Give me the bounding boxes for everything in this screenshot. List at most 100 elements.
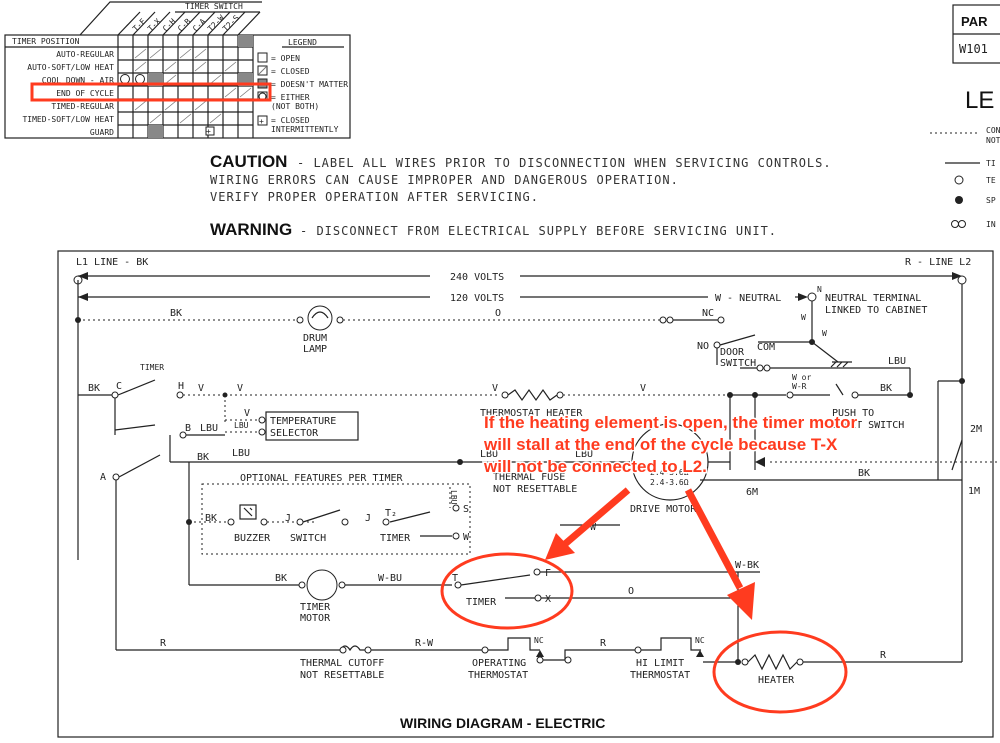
heater-circle: [712, 630, 848, 714]
wire-r-1: R: [160, 638, 167, 649]
timer-motor-2: MOTOR: [300, 613, 331, 624]
volts-240: 240 VOLTS: [450, 272, 504, 283]
door-switch-1: DOOR: [720, 347, 745, 358]
safety-notes: CAUTION - LABEL ALL WIRES PRIOR TO DISCO…: [210, 152, 832, 239]
timer-tx-label: TIMER: [466, 597, 497, 608]
timer-label: TIMER: [140, 363, 164, 372]
switch-label: SWITCH: [290, 533, 326, 544]
door-no: NO: [697, 341, 709, 352]
hi-limit-2: THERMOSTAT: [630, 670, 690, 681]
drum-lamp-label-1: DRUM: [303, 333, 327, 344]
wire-lbu-opt: LBU: [449, 490, 458, 505]
caution-line-2: WIRING ERRORS CAN CAUSE IMPROPER AND DAN…: [210, 173, 679, 187]
timer-h: H: [178, 381, 184, 392]
pos-timed-soft: TIMED-SOFT/LOW HEAT: [22, 115, 114, 124]
wire-v-1: V: [237, 383, 243, 394]
timer-t: T: [452, 573, 458, 584]
legend-doesnt-matter: = DOESN'T MATTER: [271, 80, 348, 89]
op-nc: NC: [534, 636, 544, 645]
timer-chart: TIMER SWITCH T-F T-X C-H C-B C-A T2-W T2…: [4, 1, 351, 139]
annotation-line-1: If the heating element is open, the time…: [484, 413, 857, 432]
col-t2s: T2-S: [221, 13, 241, 33]
wire-r-2: R: [600, 638, 607, 649]
drive-motor-label: DRIVE MOTOR: [630, 504, 697, 515]
wire-wbk: W-BK: [735, 560, 759, 571]
wor-1: W or: [792, 373, 811, 382]
temp-selector-2: SELECTOR: [270, 428, 319, 439]
chart-legend-title: LEGEND: [288, 38, 317, 47]
rl-te: TE: [986, 176, 996, 185]
wire-rw: R-W: [415, 638, 434, 649]
pos-auto-soft: AUTO-SOFT/LOW HEAT: [27, 63, 114, 72]
timer-f: F: [545, 568, 551, 579]
rl-not: NOT: [986, 136, 1000, 145]
wire-bk-3: BK: [205, 513, 217, 524]
rl-con: CON: [986, 126, 1000, 135]
timer-position-header: TIMER POSITION: [12, 37, 80, 46]
wire-w-3: W: [590, 522, 597, 533]
timer-a: A: [100, 472, 106, 483]
pos-timed-regular: TIMED-REGULAR: [51, 102, 114, 111]
start-switch: START SWITCH: [832, 420, 904, 431]
legend-either-sub: (NOT BOTH): [271, 102, 319, 111]
thermal-cutoff-1: THERMAL CUTOFF: [300, 658, 384, 669]
volts-120: 120 VOLTS: [450, 293, 504, 304]
rl-ti: TI: [986, 159, 996, 168]
wire-o-2: O: [628, 586, 634, 597]
wire-lbu-3: LBU: [480, 449, 498, 460]
wire-lbu-2: LBU: [232, 448, 250, 459]
wire-lbu-sel: LBU: [234, 421, 249, 430]
line-l1-label: L1 LINE - BK: [76, 257, 148, 268]
thermal-cutoff-2: NOT RESETTABLE: [300, 670, 384, 681]
warning-text: - DISCONNECT FROM ELECTRICAL SUPPLY BEFO…: [300, 224, 777, 238]
t2-label: T₂: [385, 508, 397, 519]
switch-2m: 2M: [970, 424, 982, 435]
wire-r-3: R: [880, 650, 887, 661]
svg-text:+: +: [259, 117, 264, 126]
arrow-to-heater: [684, 488, 744, 590]
switch-1m: 1M: [968, 486, 980, 497]
j-2: J: [365, 513, 371, 524]
legend-either: = EITHER: [271, 93, 310, 102]
wire-lbu-b: LBU: [200, 423, 218, 434]
motor-ohm-2: 2.4-3.6Ω: [650, 478, 689, 487]
wire-w-1: W: [801, 313, 806, 322]
motor-ohm-1: 2.4-3.6Ω: [650, 468, 689, 477]
optional-features-label: OPTIONAL FEATURES PER TIMER: [240, 473, 404, 484]
heater-label: HEATER: [758, 675, 795, 686]
wiring-schematic: L1 LINE - BK R - LINE L2 240 VOLTS 120 V…: [57, 250, 1000, 738]
thermostat-heater-label: THERMOSTAT HEATER: [480, 408, 583, 419]
pos-cool-down: COOL DOWN - AIR: [42, 76, 114, 85]
caution-label: CAUTION: [210, 152, 287, 171]
wire-bk-start: BK: [880, 383, 892, 394]
wire-lbu-top: LBU: [888, 356, 906, 367]
wire-lbu-4: LBU: [575, 449, 593, 460]
wire-bk: BK: [170, 308, 182, 319]
temp-selector-1: TEMPERATURE: [270, 416, 336, 427]
s-label: S: [463, 504, 469, 515]
op-thermo-1: OPERATING: [472, 658, 526, 669]
neutral-label: W - NEUTRAL: [715, 293, 781, 304]
j-1: J: [285, 513, 291, 524]
door-switch-2: SWITCH: [720, 358, 756, 369]
wor-2: W-R: [792, 382, 807, 391]
rl-sp: SP: [986, 196, 996, 205]
wire-o: O: [495, 308, 501, 319]
hl-nc: NC: [695, 636, 705, 645]
timer-small-label: TIMER: [380, 533, 411, 544]
hi-limit-1: HI LIMIT: [636, 658, 684, 669]
timer-b: B: [185, 423, 191, 434]
buzzer-label: BUZZER: [234, 533, 271, 544]
arrow-to-timer: [562, 487, 631, 547]
caution-line-1: - LABEL ALL WIRES PRIOR TO DISCONNECTION…: [297, 156, 832, 170]
part-value: W101: [959, 42, 988, 56]
door-com: COM: [757, 342, 775, 353]
warning-label: WARNING: [210, 220, 292, 239]
diagram-title: WIRING DIAGRAM - ELECTRIC: [400, 715, 605, 731]
part-header: PAR: [961, 14, 988, 29]
wire-v-3: V: [640, 383, 646, 394]
legend-closed: = CLOSED: [271, 67, 310, 76]
neutral-n: N: [817, 285, 822, 294]
timer-x: X: [545, 594, 551, 605]
